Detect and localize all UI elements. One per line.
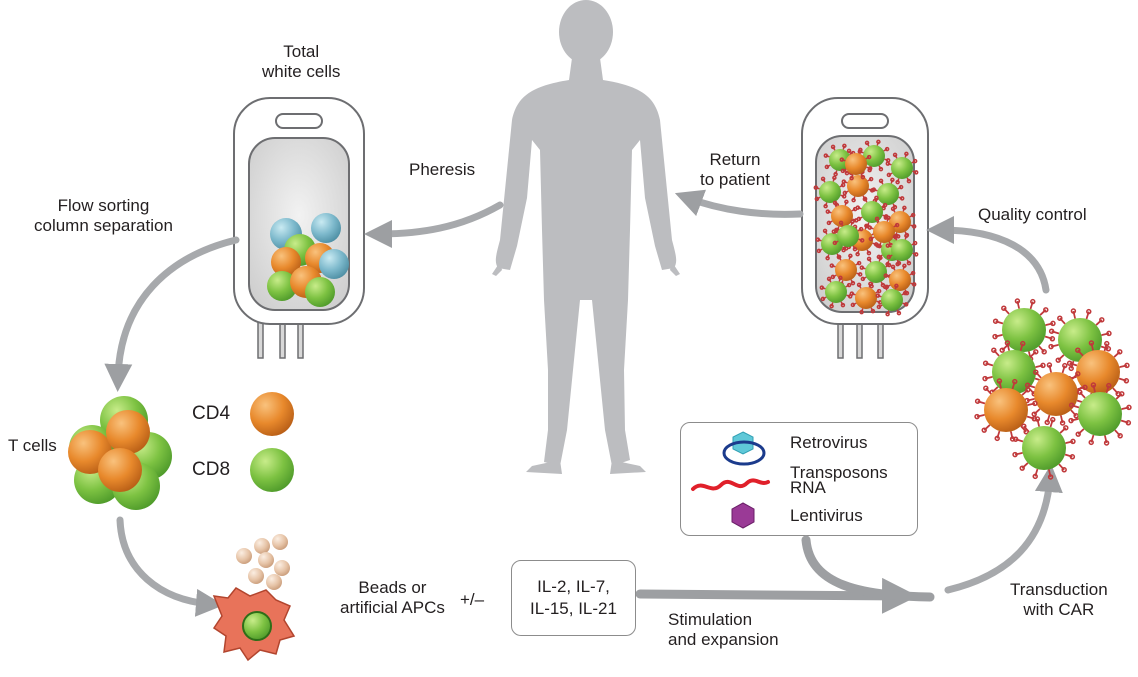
human-silhouette-icon [492, 0, 680, 474]
cd8-label: CD8 [192, 459, 231, 480]
rna-icon [691, 478, 770, 491]
cell [319, 249, 349, 279]
bead [248, 568, 264, 584]
car-t-cell [1068, 382, 1132, 446]
car-t-cell [819, 275, 853, 309]
car-t-cell [885, 151, 919, 185]
cd4-label: CD4 [192, 403, 231, 424]
transduction-label: Transduction with CAR [1010, 580, 1108, 619]
car-t-cell [974, 378, 1038, 442]
pheresis-label: Pheresis [409, 160, 476, 179]
beads-icon [236, 534, 290, 590]
cell [271, 247, 301, 277]
stimulation-label: Stimulation and expansion [668, 610, 779, 649]
car-t-cell [875, 283, 909, 317]
return-arrow [674, 189, 804, 218]
cell [98, 448, 142, 492]
car-t-cell [1048, 308, 1112, 372]
quality-control-label: Quality control [978, 205, 1087, 224]
car-t-cell [825, 199, 859, 233]
bead [272, 534, 288, 550]
legend-retrovirus-label: Retrovirus [790, 433, 868, 452]
car-t-cell [829, 253, 863, 287]
car-t-cell [831, 219, 865, 253]
pheresis-arrow [364, 201, 504, 248]
quality-control-arrow [926, 216, 1050, 294]
cell [311, 213, 341, 243]
to-apc-arrow [116, 516, 224, 617]
transposon-icon [722, 440, 766, 466]
t-cells-cluster [68, 396, 172, 510]
legend-transposons-label: Transposons [790, 463, 888, 482]
bead [258, 552, 274, 568]
cytokines-line-1: IL-2, IL-7, [537, 577, 610, 596]
car-t-cell [849, 281, 883, 315]
flow-sorting-label: Flow sorting column separation [34, 196, 173, 235]
cd4-cell-icon [250, 392, 294, 436]
cell [267, 271, 297, 301]
beads-apcs-label: Beads or artificial APCs [340, 578, 445, 617]
white-cells-cluster [267, 213, 349, 307]
cell [106, 410, 150, 454]
car-t-cell [839, 147, 873, 181]
car-t-cell [885, 233, 919, 267]
return-to-patient-label: Return to patient [700, 150, 770, 189]
car-t-cells-in-bag [813, 139, 919, 317]
bead [274, 560, 290, 576]
legend-rna-label: RNA [790, 478, 826, 497]
process-arrows [104, 189, 1063, 617]
car-t-cell [992, 298, 1056, 362]
bead [254, 538, 270, 554]
artificial-apc-icon [212, 587, 296, 662]
cd8-cell-icon [250, 448, 294, 492]
bead [266, 574, 282, 590]
car-t-cells-cluster [974, 298, 1132, 480]
car-t-cell [813, 175, 847, 209]
cytokines-line-2: IL-15, IL-21 [530, 599, 617, 618]
lentivirus-icon [731, 502, 755, 529]
plus-minus-label: +/– [460, 590, 485, 609]
transduction-arrow [944, 464, 1063, 594]
car-t-cell [1012, 416, 1076, 480]
flow-sorting-arrow [104, 236, 240, 392]
cytokines-box: IL-2, IL-7, IL-15, IL-21 [511, 560, 636, 636]
bead [236, 548, 252, 564]
legend-to-transduction-arrow [801, 535, 935, 602]
stimulation-arrow [635, 577, 918, 614]
car-t-cell [1024, 362, 1088, 426]
cell [305, 277, 335, 307]
legend-lentivirus-label: Lentivirus [790, 506, 863, 525]
t-cells-label: T cells [8, 436, 57, 455]
total-white-cells-label: Total white cells [262, 42, 341, 81]
car-t-cell [871, 177, 905, 211]
